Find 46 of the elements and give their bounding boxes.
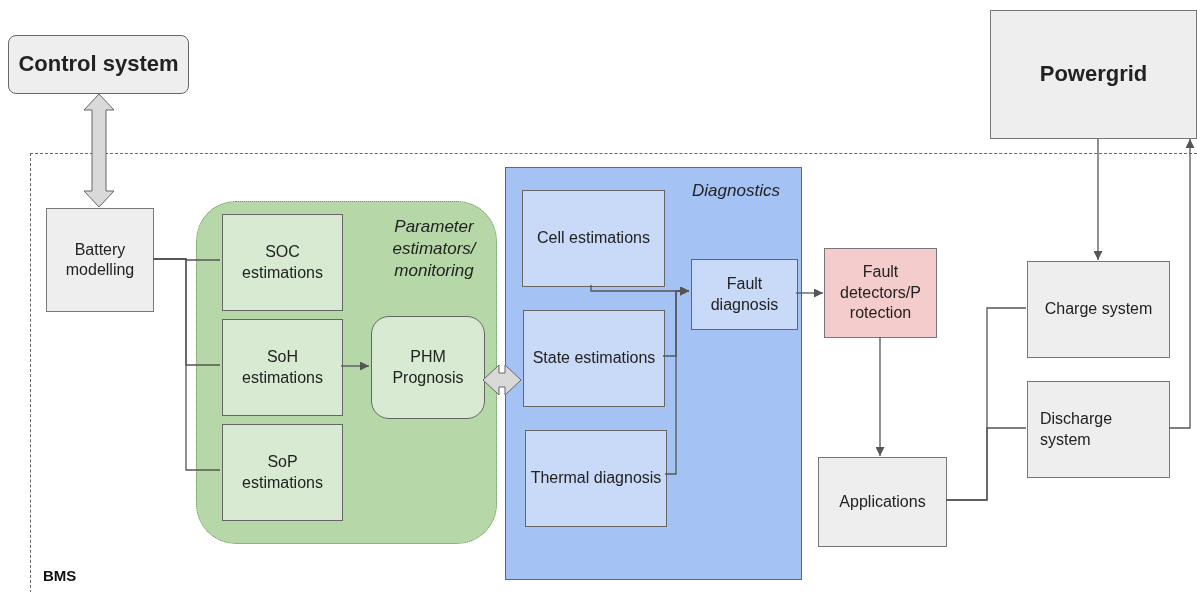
rounded-process-box (371, 316, 485, 419)
box-label: Cell estimations (537, 228, 650, 249)
system-box (8, 35, 189, 94)
box-label: Control system (18, 50, 179, 79)
process-box (1027, 261, 1170, 358)
arrow (340, 361, 370, 371)
system-box (990, 10, 1197, 139)
group-title: Diagnostics (691, 180, 781, 202)
box-label: Battery modelling (64, 239, 136, 280)
double-block-arrow (83, 93, 115, 208)
box-label: SOC estimations (241, 242, 324, 283)
process-box (46, 208, 154, 312)
box-label: Applications (839, 491, 926, 512)
process-box (691, 259, 798, 330)
box-label: Powergrid (1039, 60, 1148, 89)
arrow (1093, 138, 1103, 261)
connector-line (152, 258, 221, 471)
dashed-boundary (30, 153, 1197, 592)
alert-box (824, 248, 937, 338)
box-label: PHM Prognosis (391, 347, 465, 388)
box-label: Fault detectors/P rotection (839, 262, 922, 324)
process-box (525, 430, 667, 527)
process-box (1027, 381, 1170, 478)
process-box (222, 319, 343, 416)
box-label: State estimations (532, 348, 656, 369)
process-box (522, 190, 665, 287)
group-panel (505, 167, 802, 580)
box-label: Thermal diagnosis (530, 468, 662, 489)
group-panel (196, 201, 497, 544)
arrow (664, 286, 690, 475)
double-block-arrow (482, 364, 522, 396)
group-title: Parameter estimators/ monitoring (391, 216, 478, 282)
process-box (818, 457, 947, 547)
process-box (222, 214, 343, 311)
process-box (523, 310, 665, 407)
arrow (1168, 138, 1195, 429)
box-label: Fault diagnosis (709, 274, 780, 315)
arrow (875, 336, 885, 457)
connector-line (945, 427, 1027, 501)
process-box (222, 424, 343, 521)
box-label: Discharge system (1040, 409, 1114, 450)
box-label: SoP estimations (241, 452, 324, 493)
region-label: BMS (43, 566, 77, 586)
arrow (795, 288, 824, 298)
box-label: Charge system (1044, 299, 1153, 320)
box-label: SoH estimations (241, 347, 324, 388)
